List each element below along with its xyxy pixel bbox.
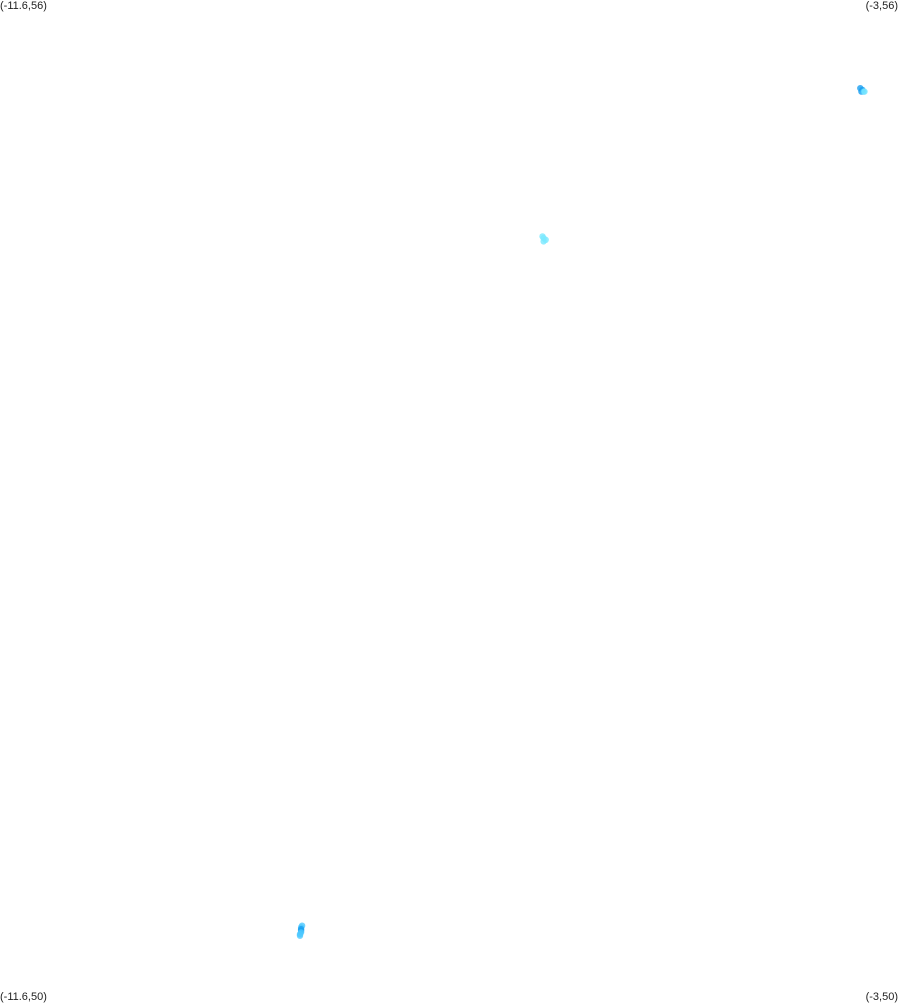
map-point[interactable] xyxy=(861,88,868,95)
north-east-cluster xyxy=(857,85,868,95)
corner-label-top-right: (-3,56) xyxy=(865,0,898,12)
corner-label-bottom-left: (-11.6,50) xyxy=(0,991,47,1003)
corner-label-bottom-right: (-3,50) xyxy=(865,991,898,1003)
central-cluster xyxy=(539,233,549,245)
map-point[interactable] xyxy=(296,932,304,939)
south-cluster xyxy=(296,922,306,939)
corner-label-top-left: (-11.6,56) xyxy=(0,0,47,12)
map-point[interactable] xyxy=(540,238,547,245)
